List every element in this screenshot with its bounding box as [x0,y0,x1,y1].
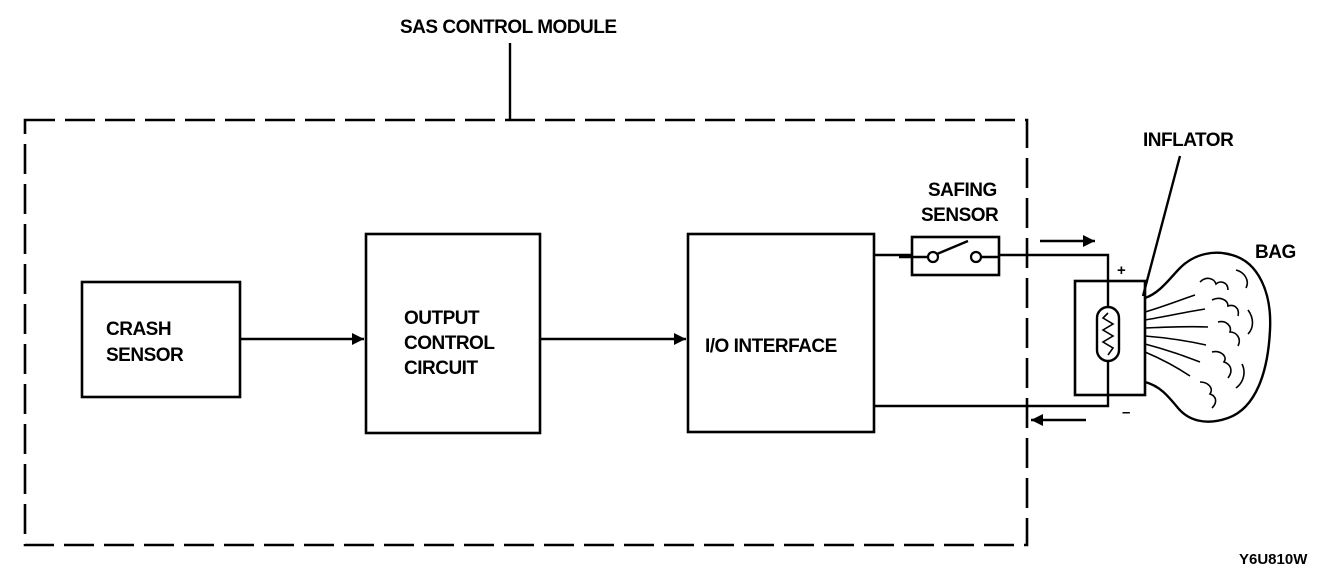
safing-sensor-label-line2: SENSOR [921,205,999,226]
crash-sensor-box [80,280,242,399]
bag-fold-marks [1199,269,1254,409]
igniter-resistor-zigzag [1101,312,1115,356]
plus-terminal-label: + [1117,262,1126,279]
figure-code: Y6U810W [1239,551,1308,568]
gas-flow-lines [1144,294,1209,377]
output-control-label-line2: CONTROL [404,333,495,354]
output-control-label-line1: OUTPUT [404,308,480,329]
bag-label: BAG [1255,242,1296,263]
inflator-label: INFLATOR [1143,130,1234,151]
return-wire [874,395,1110,408]
switch-contact-left [926,250,940,264]
output-control-label-line3: CIRCUIT [404,358,478,379]
bag-outline [1144,251,1272,423]
io-interface-box [686,232,876,434]
crash-sensor-label-line2: SENSOR [106,345,184,366]
io-interface-label: I/O INTERFACE [705,336,837,357]
switch-contact-right [969,250,983,264]
crash-sensor-label-line1: CRASH [106,319,171,340]
output-control-box [364,232,542,435]
module-boundary [23,118,1029,547]
safing-to-inflator-wire [999,253,1110,281]
igniter-element [1095,305,1121,363]
switch-blade [936,239,969,256]
inflator-leader-line [1141,155,1182,297]
module-label: SAS CONTROL MODULE [400,17,617,38]
safing-sensor-label-line1: SAFING [928,180,997,201]
minus-terminal-label: – [1122,404,1130,421]
